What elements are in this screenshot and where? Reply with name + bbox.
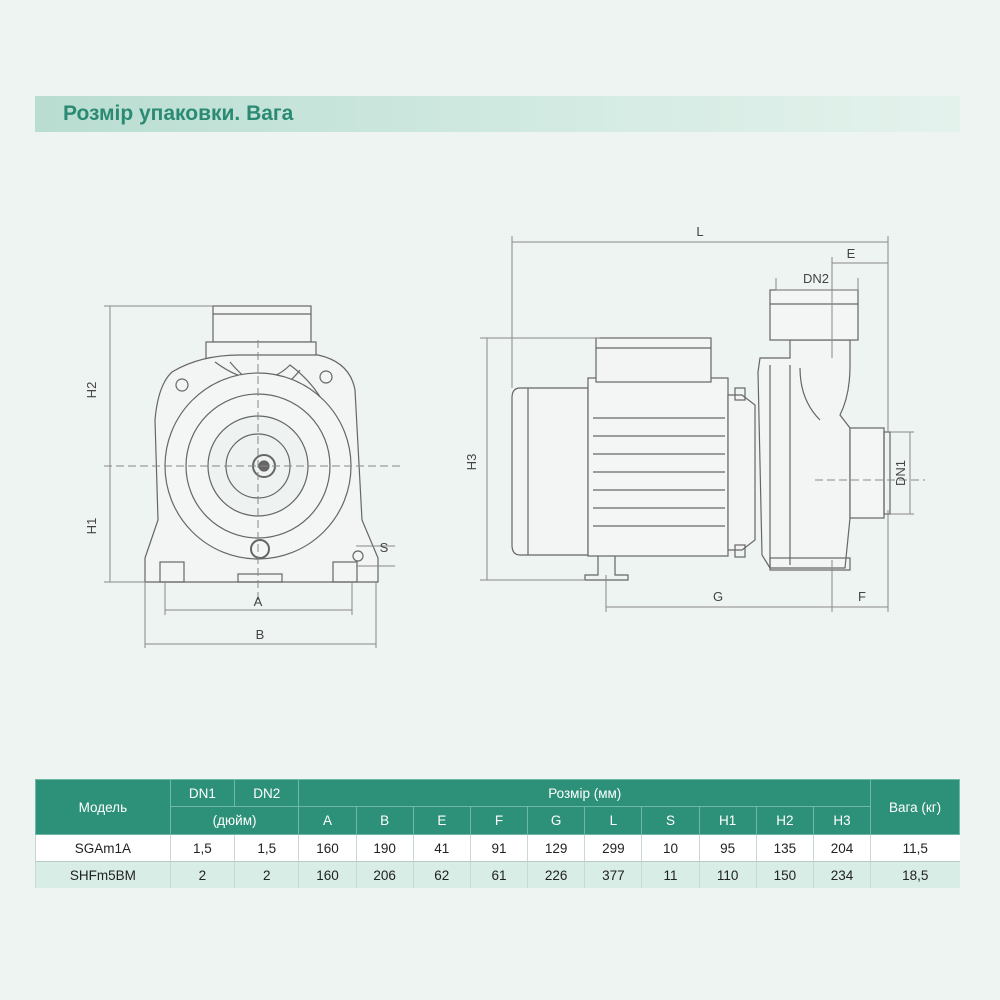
cell-s: 10	[641, 834, 700, 862]
header-size: Розмір (мм)	[298, 779, 872, 807]
header-dim-h2: H2	[755, 806, 814, 835]
header-dim-b: B	[355, 806, 414, 835]
cell-h3: 204	[812, 834, 871, 862]
cell-a: 160	[298, 834, 357, 862]
front-view-pump	[144, 305, 379, 583]
side-view-pump	[511, 289, 891, 581]
cell-h2: 150	[755, 861, 814, 888]
cell-dn1: 1,5	[169, 834, 235, 862]
cell-f: 61	[469, 861, 528, 888]
label-b: B	[256, 627, 265, 642]
header-dim-h3: H3	[812, 806, 872, 835]
header-dn2: DN2	[234, 779, 300, 807]
cell-h1: 110	[698, 861, 757, 888]
cell-weight: 18,5	[870, 861, 960, 888]
header-dim-g: G	[527, 806, 586, 835]
cell-h1: 95	[698, 834, 757, 862]
label-f: F	[858, 589, 866, 604]
cell-model: SGAm1A	[35, 834, 171, 862]
cell-weight: 11,5	[870, 834, 960, 862]
header-weight: Вага (кг)	[870, 779, 960, 835]
label-a: A	[254, 594, 263, 609]
label-s: S	[380, 540, 389, 555]
technical-drawing: H2 H1 A B S L E DN2 DN1 H3 G F	[84, 224, 925, 648]
cell-l: 377	[584, 861, 642, 888]
header-dim-h1: H1	[698, 806, 757, 835]
cell-dn1: 2	[169, 861, 235, 888]
label-h1: H1	[84, 518, 99, 535]
cell-h3: 234	[812, 861, 871, 888]
cell-g: 129	[527, 834, 585, 862]
cell-g: 226	[527, 861, 585, 888]
label-dn2: DN2	[803, 271, 829, 286]
label-dn1: DN1	[893, 460, 908, 486]
label-h3: H3	[464, 454, 479, 471]
label-h2: H2	[84, 382, 99, 399]
header-dn1: DN1	[169, 779, 236, 807]
spec-table: Модель DN1 DN2 Розмір (мм) Вага (кг) (дю…	[35, 779, 960, 888]
header-dim-f: F	[469, 806, 529, 835]
header-dim-s: S	[641, 806, 700, 835]
cell-b: 190	[355, 834, 414, 862]
cell-h2: 135	[755, 834, 814, 862]
cell-dn2: 1,5	[234, 834, 299, 862]
label-e: E	[847, 246, 856, 261]
cell-dn2: 2	[234, 861, 299, 888]
table-row: SHFm5BM 2 2 160 206 62 61 226 377 11 110…	[35, 861, 960, 888]
cell-b: 206	[355, 861, 414, 888]
label-l: L	[696, 224, 703, 239]
page-title: Розмір упаковки. Вага	[63, 102, 294, 125]
cell-s: 11	[641, 861, 700, 888]
header-dim-l: L	[584, 806, 643, 835]
header-model: Модель	[35, 779, 171, 835]
header-inch: (дюйм)	[169, 806, 300, 835]
header-dim-a: A	[298, 806, 357, 835]
cell-l: 299	[584, 834, 642, 862]
cell-e: 62	[412, 861, 471, 888]
cell-e: 41	[412, 834, 471, 862]
cell-f: 91	[469, 834, 528, 862]
header-dim-e: E	[412, 806, 471, 835]
cell-a: 160	[298, 861, 357, 888]
label-g: G	[713, 589, 723, 604]
cell-model: SHFm5BM	[35, 861, 171, 888]
table-row: SGAm1A 1,5 1,5 160 190 41 91 129 299 10 …	[35, 834, 960, 862]
title-bar: Розмір упаковки. Вага	[35, 96, 960, 132]
